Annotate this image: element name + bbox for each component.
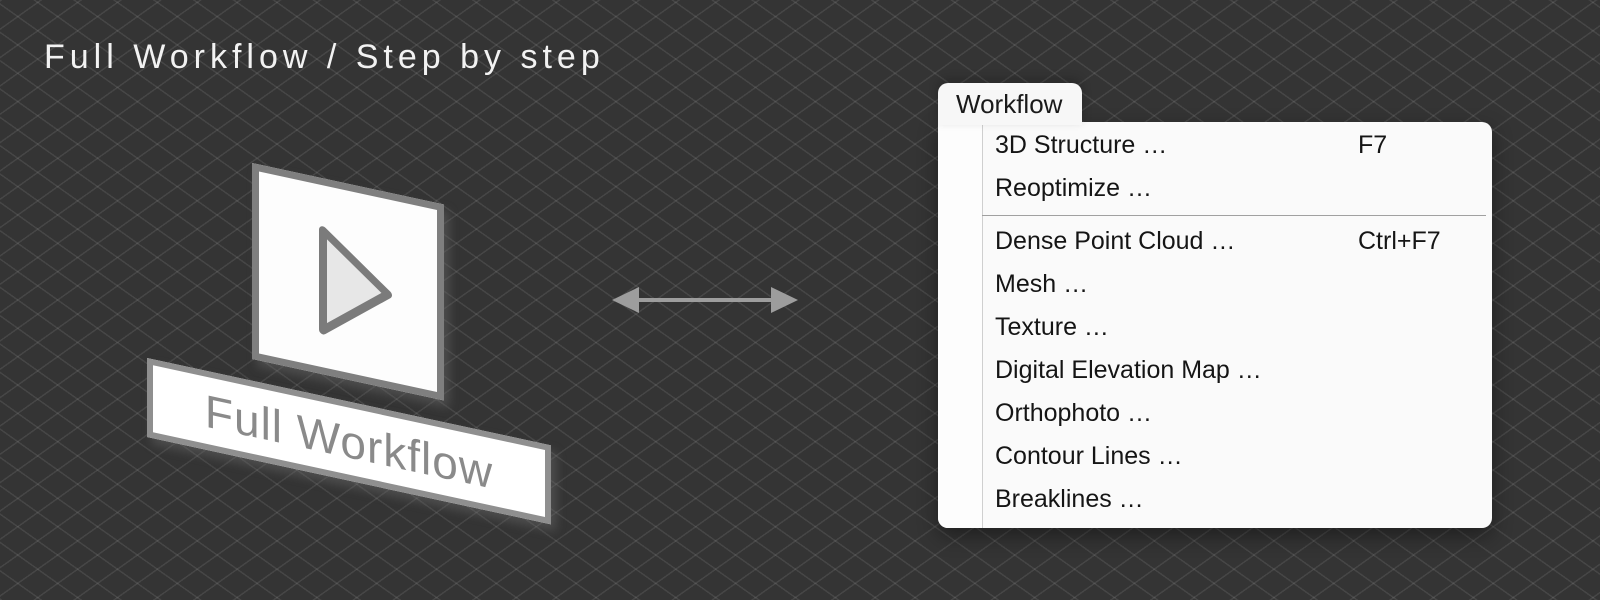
tab-workflow[interactable]: Workflow	[938, 83, 1082, 125]
banner-label: Full Workflow	[204, 384, 494, 499]
play-icon	[319, 226, 392, 335]
menu-icon-gutter	[938, 122, 983, 528]
menu-item-mesh[interactable]: Mesh …	[938, 263, 1492, 306]
menu-item-label: Orthophoto …	[995, 399, 1153, 427]
full-workflow-play-button[interactable]	[252, 163, 444, 401]
menu-item-shortcut: Ctrl+F7	[1358, 227, 1441, 255]
menu-separator	[938, 210, 1492, 220]
menu-item-label: 3D Structure …	[995, 131, 1168, 159]
menu-item-dense-point-cloud[interactable]: Dense Point Cloud … Ctrl+F7	[938, 220, 1492, 263]
menu-item-label: Texture …	[995, 313, 1109, 341]
full-workflow-banner: Full Workflow	[147, 358, 551, 525]
menu-item-contour-lines[interactable]: Contour Lines …	[938, 435, 1492, 478]
menu-item-label: Digital Elevation Map …	[995, 356, 1262, 384]
menu-item-label: Dense Point Cloud …	[995, 227, 1236, 255]
menu-item-shortcut: F7	[1358, 131, 1388, 159]
menu-item-texture[interactable]: Texture …	[938, 306, 1492, 349]
menu-item-digital-elevation-map[interactable]: Digital Elevation Map …	[938, 349, 1492, 392]
menu-item-label: Breaklines …	[995, 485, 1144, 513]
workflow-menu-list: 3D Structure … F7 Reoptimize … Dense Poi…	[938, 122, 1492, 521]
menu-item-breaklines[interactable]: Breaklines …	[938, 478, 1492, 521]
menu-item-label: Contour Lines …	[995, 442, 1183, 470]
menu-item-label: Mesh …	[995, 270, 1089, 298]
menu-item-3d-structure[interactable]: 3D Structure … F7	[938, 124, 1492, 167]
double-arrow-icon	[612, 287, 798, 313]
menu-item-label: Reoptimize …	[995, 174, 1152, 202]
tab-workflow-label: Workflow	[956, 88, 1063, 119]
menu-item-orthophoto[interactable]: Orthophoto …	[938, 392, 1492, 435]
workflow-menu-panel: 3D Structure … F7 Reoptimize … Dense Poi…	[938, 122, 1492, 528]
menu-item-reoptimize[interactable]: Reoptimize …	[938, 167, 1492, 210]
page-title: Full Workflow / Step by step	[44, 38, 605, 76]
